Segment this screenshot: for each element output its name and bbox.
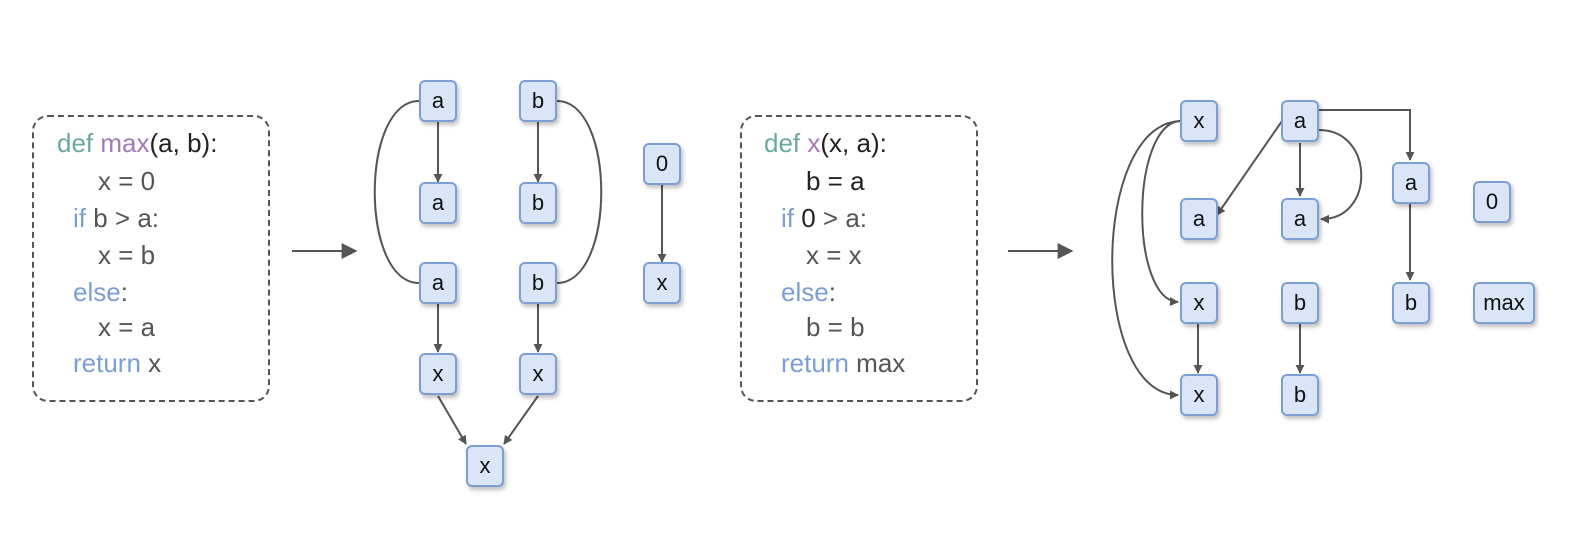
code-line: x = 0 — [98, 166, 156, 196]
return-value: max — [856, 348, 906, 378]
code-line: x = x — [806, 240, 862, 270]
edge — [503, 395, 539, 445]
keyword-return: return — [781, 348, 849, 378]
node-b: b — [1281, 282, 1319, 324]
edge — [1319, 109, 1415, 161]
node-b: b — [519, 262, 557, 304]
node-zero: 0 — [1473, 181, 1511, 223]
code-line: b = a — [806, 166, 865, 196]
code-line: b = b — [806, 312, 865, 342]
edge — [1318, 129, 1363, 224]
code-line: else: — [73, 277, 128, 307]
node-b: b — [1281, 374, 1319, 416]
function-name: max — [100, 128, 150, 158]
node-a: a — [419, 80, 457, 122]
node-a: a — [1281, 198, 1319, 240]
return-value: x — [148, 348, 162, 378]
node-x: x — [1180, 282, 1218, 324]
edge — [1141, 120, 1181, 307]
code-line: else: — [781, 277, 836, 307]
node-x: x — [1180, 100, 1218, 142]
keyword-def: def — [57, 128, 94, 158]
code-line: def x(x, a): — [764, 128, 887, 158]
function-args: (x, a): — [820, 128, 887, 158]
obfuscated-code-box — [740, 115, 978, 402]
node-a: a — [1281, 100, 1319, 142]
condition: > a: — [815, 203, 868, 233]
original-code-box — [32, 115, 270, 402]
literal-zero: 0 — [801, 203, 816, 233]
function-name: x — [807, 128, 821, 158]
code-line: if 0 > a: — [781, 203, 867, 233]
node-b: b — [1392, 282, 1430, 324]
code-line: if b > a: — [73, 203, 159, 233]
edge — [373, 100, 420, 284]
keyword-def: def — [764, 128, 801, 158]
node-a: a — [419, 262, 457, 304]
keyword-if: if — [781, 203, 794, 233]
edge — [1216, 120, 1283, 216]
node-x: x — [1180, 374, 1218, 416]
node-b: b — [519, 80, 557, 122]
edge — [1111, 120, 1181, 400]
function-args: (a, b): — [149, 128, 218, 158]
node-x: x — [466, 445, 504, 487]
node-zero: 0 — [643, 143, 681, 185]
condition: b > a: — [93, 203, 160, 233]
node-x: x — [643, 262, 681, 304]
edge — [556, 100, 603, 284]
edge — [437, 395, 467, 445]
code-line: return x — [73, 348, 161, 378]
node-x: x — [419, 353, 457, 395]
node-a: a — [1180, 198, 1218, 240]
colon: : — [828, 277, 836, 307]
keyword-else: else — [73, 277, 121, 307]
node-x: x — [519, 353, 557, 395]
node-a: a — [419, 182, 457, 224]
code-line: x = b — [98, 240, 156, 270]
keyword-return: return — [73, 348, 141, 378]
keyword-if: if — [73, 203, 86, 233]
code-line: return max — [781, 348, 905, 378]
code-line: x = a — [98, 312, 156, 342]
code-line: def max(a, b): — [57, 128, 217, 158]
node-max: max — [1473, 282, 1535, 324]
colon: : — [120, 277, 128, 307]
keyword-else: else — [781, 277, 829, 307]
node-a: a — [1392, 162, 1430, 204]
node-b: b — [519, 182, 557, 224]
